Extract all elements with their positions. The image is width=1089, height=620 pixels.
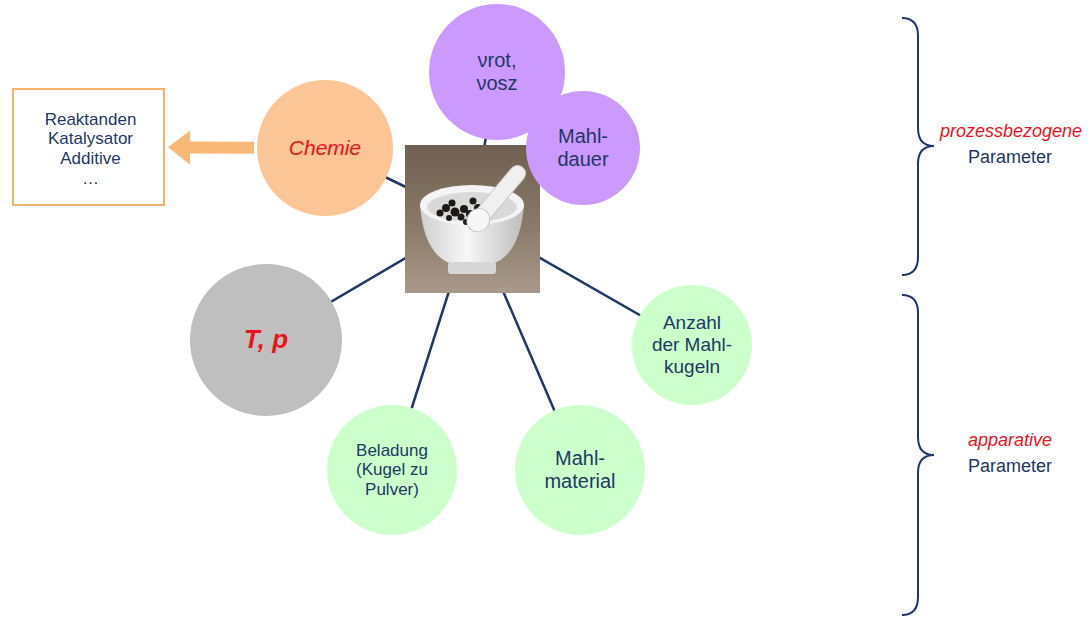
- node-text: Katalysator: [48, 129, 133, 149]
- circle-fill: [327, 405, 457, 535]
- node-texts: Mahl- material: [515, 405, 645, 535]
- parameter-circle: Chemie: [257, 80, 393, 216]
- group-label: Parameter: [968, 147, 1052, 169]
- circle-fill: [632, 285, 752, 405]
- node-texts: T, p: [190, 264, 342, 416]
- node-text: Chemie: [289, 136, 361, 160]
- node-text: Mahl- dauer: [547, 125, 619, 171]
- node-text: νrot, νosz: [461, 49, 533, 95]
- node-texts: Mahl- dauer: [526, 91, 640, 205]
- brace: [902, 18, 934, 275]
- node-text: Reaktanden: [45, 110, 137, 130]
- parameter-circle: Mahl- dauer: [526, 91, 640, 205]
- group-label: prozessbezogene: [940, 121, 1082, 143]
- node-texts: ReaktandenKatalysatorAdditive…: [14, 90, 167, 208]
- brace: [902, 295, 934, 615]
- pestle: [462, 160, 531, 236]
- mortar-photo: [405, 145, 540, 293]
- node-text: T, p: [244, 325, 288, 355]
- node-text: Anzahl der Mahl- kugeln: [648, 312, 736, 378]
- mortar-foot: [448, 262, 496, 274]
- list-box: ReaktandenKatalysatorAdditive…: [12, 88, 165, 206]
- node-text: …: [82, 169, 99, 189]
- node-text: Mahl- material: [535, 447, 625, 493]
- node-texts: Beladung (Kugel zu Pulver): [327, 405, 457, 535]
- circle-fill: [515, 405, 645, 535]
- circle-fill: [190, 264, 342, 416]
- braces: [902, 18, 934, 615]
- node-text: Beladung (Kugel zu Pulver): [348, 441, 436, 500]
- parameter-circle: Anzahl der Mahl- kugeln: [632, 285, 752, 405]
- group-label: apparative: [968, 430, 1052, 452]
- node-text: Additive: [60, 149, 120, 169]
- node-texts: Chemie: [257, 80, 393, 216]
- arrow-connector: [168, 130, 254, 164]
- arrow-shaft: [188, 141, 254, 153]
- photo-background: [405, 145, 540, 293]
- parameter-circle: Mahl- material: [515, 405, 645, 535]
- parameter-circle: Beladung (Kugel zu Pulver): [327, 405, 457, 535]
- circle-fill: [526, 91, 640, 205]
- arrow-head: [168, 130, 190, 164]
- node-texts: Anzahl der Mahl- kugeln: [632, 285, 752, 405]
- group-label: Parameter: [968, 456, 1052, 478]
- circle-fill: [257, 80, 393, 216]
- parameter-circle: T, p: [190, 264, 342, 416]
